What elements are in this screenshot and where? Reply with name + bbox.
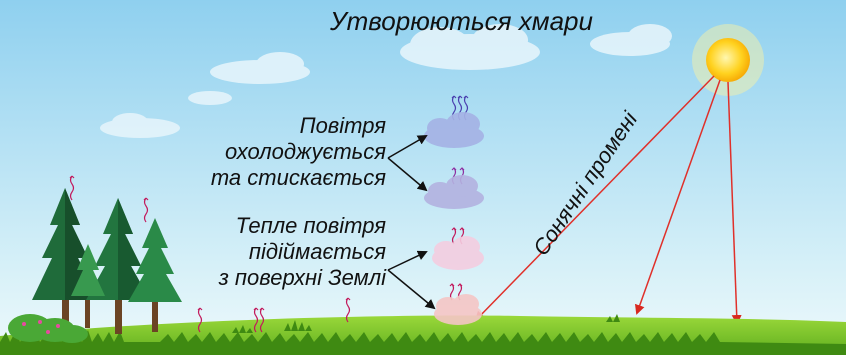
warm-air-line-1: Тепле повітря [235,213,386,238]
sun-rays [474,75,742,325]
bush-icon [8,314,88,343]
arrow-icon [387,134,436,310]
cooling-air-line-2: охолоджується [225,139,386,164]
cloud-icon [424,112,484,325]
warm-air-line-2: підіймається [248,239,386,264]
warm-air-label: Тепле повітря підіймається з поверхні Зе… [219,213,386,291]
cooling-air-line-3: та стискається [210,165,386,190]
cooling-air-label: Повітря охолоджується та стискається [211,113,386,191]
sun-icon [692,24,764,96]
diagram-title: Утворюються хмари [330,6,593,36]
grass [0,314,846,355]
background-clouds [100,24,672,138]
tree-icon [32,188,182,335]
warm-air-line-3: з поверхні Землі [218,265,386,290]
cooling-air-line-1: Повітря [299,113,386,138]
